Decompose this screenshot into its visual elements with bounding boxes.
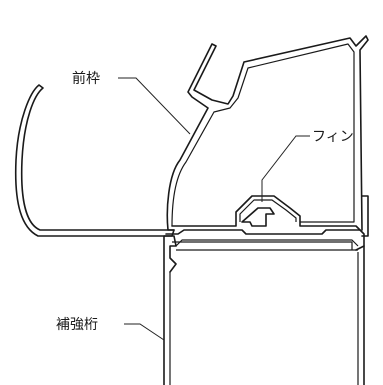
front-frame-left-curve (14, 84, 175, 237)
fin-rail-inner (239, 199, 297, 222)
label-fin: フィン (312, 129, 354, 145)
fin-tongue (241, 207, 275, 227)
front-frame-inner (171, 43, 355, 227)
leader-fin (261, 135, 310, 202)
reinforcing-beam-inner (169, 249, 359, 385)
lower-rail (165, 229, 365, 251)
label-reinforcing-beam: 補強桁 (56, 317, 98, 333)
reinforcing-beam-top-notch (175, 239, 359, 247)
leader-reinforcing-beam (124, 323, 165, 341)
label-front-frame: 前枠 (72, 70, 100, 87)
leader-front-frame (118, 77, 191, 135)
reinforcing-beam-outer (163, 235, 365, 385)
right-jamb (361, 195, 369, 237)
front-frame-outer (166, 35, 369, 231)
lower-rail-inner (172, 241, 353, 250)
fin-rail (171, 195, 361, 231)
